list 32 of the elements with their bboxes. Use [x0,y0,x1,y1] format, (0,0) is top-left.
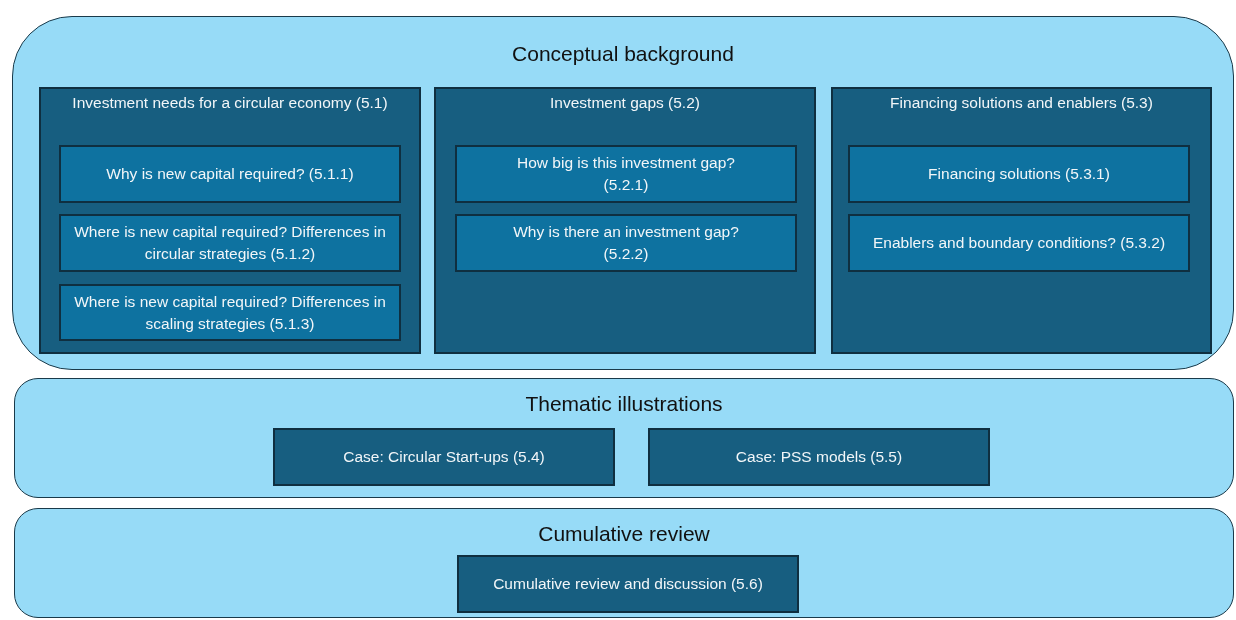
subtopic-label: Cumulative review and discussion (5.6) [493,574,763,595]
section-band [14,508,1234,618]
section-band [14,378,1234,498]
subtopic-box [848,145,1190,203]
subtopic-label: Financing solutions (5.3.1) [928,164,1110,185]
subtopic-label: How big is this investment gap? (5.2.1) [516,153,736,195]
section-title: Cumulative review [538,521,710,547]
subtopic-box [457,555,799,613]
section-title: Conceptual background [512,41,734,67]
subtopic-label: Why is new capital required? (5.1.1) [106,164,354,185]
subtopic-box [59,145,401,203]
subtopic-box [59,214,401,272]
subtopic-label: Case: PSS models (5.5) [735,447,903,468]
subtopic-label: Where is new capital required? Differences in circular strategies (5.1.2) [73,222,387,264]
subtopic-box [455,214,797,272]
subtopic-label: Why is there an investment gap? (5.2.2) [512,222,740,264]
subtopic-label: Enablers and boundary conditions? (5.3.2) [872,233,1166,254]
section-band [12,16,1234,370]
subtopic-label: Where is new capital required? Differences in scaling strategies (5.1.3) [73,291,387,334]
topic-box [831,87,1212,354]
subtopic-box [59,284,401,341]
topic-heading: Investment gaps (5.2) [550,93,700,113]
subtopic-box [648,428,990,486]
subtopic-box [455,145,797,203]
topic-heading: Financing solutions and enablers (5.3) [890,93,1153,113]
section-title: Thematic illustrations [525,391,723,417]
subtopic-label: Case: Circular Start-ups (5.4) [343,447,545,468]
topic-box [434,87,816,354]
topic-heading: Investment needs for a circular economy (5.1) [72,93,388,113]
subtopic-box [273,428,615,486]
topic-box [39,87,421,354]
subtopic-box [848,214,1190,272]
